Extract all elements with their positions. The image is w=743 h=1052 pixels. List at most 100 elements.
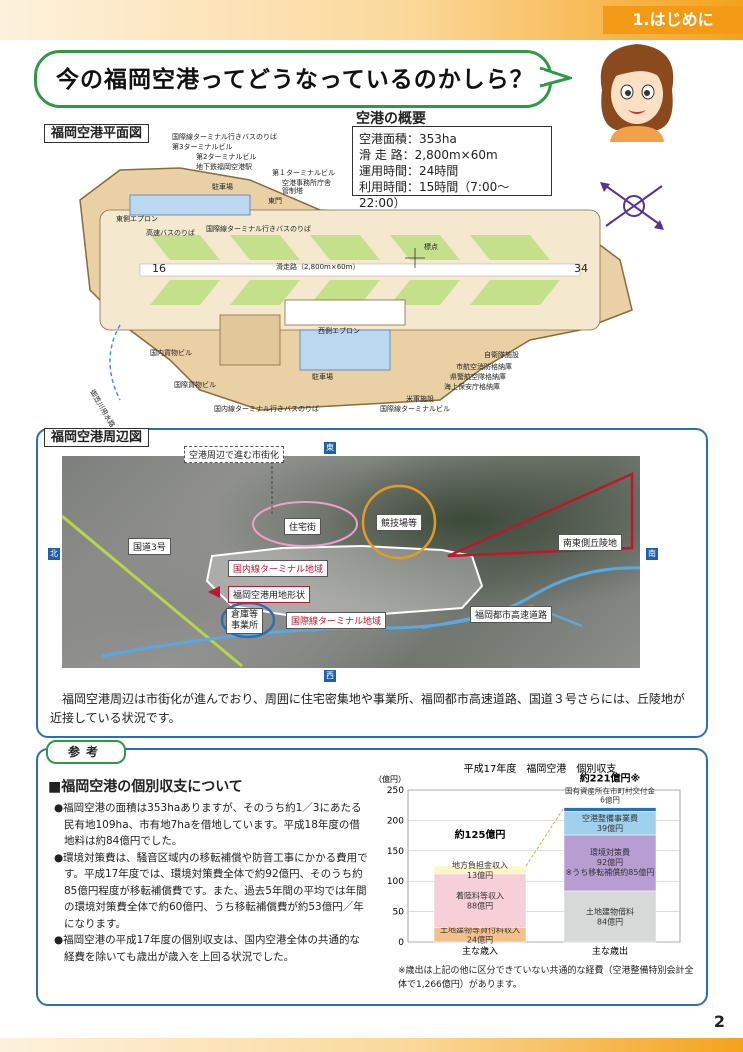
plan-label-marker: 標点 [424, 243, 438, 251]
chart-ylabel: （億円） [374, 774, 406, 784]
label-urbanization: 空港周辺で進む市街化 [184, 446, 285, 463]
reference-bullet: ●福岡空港の平成17年度の個別収支は、国内空港全体の共通的な経費を除いても歳出が… [54, 934, 361, 963]
chart-bar-segment [563, 807, 657, 812]
chart-note: ※歳出は上記の他に区分できていない共通的な経費（空港整備特別会計全体で1,266… [398, 966, 694, 990]
title-bubble [34, 50, 552, 108]
label-international-terminal: 国際線ターミナル地域 [286, 612, 387, 629]
chart-segment-label: 環境対策費 [590, 847, 630, 857]
label-houses: 住宅街 [284, 518, 322, 535]
label-domestic-terminal: 国内線ターミナル地域 [228, 560, 329, 577]
bubble-tail [538, 66, 572, 88]
plan-label-dom-cargo: 国内貨物ビル [150, 349, 192, 357]
chart-segment-value: 84億円 [597, 916, 623, 926]
overview-line: 滑 走 路：2,800m×60m [359, 148, 498, 162]
plan-label-t3: 第3ターミナルビル [172, 143, 233, 151]
chart-total-label: 約125億円 [455, 828, 506, 841]
overview-line: 利用時間：15時間（7:00〜22:00） [359, 180, 510, 210]
plan-label: 福岡空港平面図 [44, 122, 150, 143]
plan-label-west-apron: 西側エプロン [318, 327, 360, 335]
label-warehouse: 倉庫等 事業所 [226, 608, 264, 634]
plan-label-police: 県警航空隊格納庫 [450, 373, 506, 381]
page-number: 2 [713, 1012, 725, 1031]
plan-label-usf: 米軍施設 [406, 395, 434, 403]
chart-segment-label: 土地建物等貸付料収入 [440, 925, 520, 935]
chart-total-label: 約221億円※ [580, 772, 641, 785]
aerial-overlay [62, 456, 640, 668]
surroundings-label-text: 福岡空港周辺図 [44, 428, 150, 447]
label-southeast-hills: 南東側丘陵地 [558, 534, 623, 551]
chart-segment-label: 地方負担金収入 [452, 860, 508, 870]
plan-label-intl-terminal: 国際線ターミナルビル [380, 405, 450, 413]
plan-label-bus-intl2: 国際線ターミナル行きバスのりば [206, 225, 311, 233]
plan-label-express-bus: 高速バスのりば [146, 229, 195, 237]
chapter-tab: 1.はじめに [603, 6, 743, 34]
aerial-photo [62, 456, 640, 668]
plan-label-t2: 第2ターミナルビル [196, 153, 257, 161]
plan-label-east-apron: 東側エプロン [116, 215, 158, 223]
plan-label-t1: 第１ターミナルビル [272, 169, 335, 177]
chart-segment-value: 88億円 [467, 901, 493, 911]
chart-segment-value: 39億円 [597, 823, 623, 833]
reference-heading: ■福岡空港の個別収支について [48, 779, 243, 795]
plan-label-east-gate: 東門 [268, 197, 282, 205]
chart-segment-value: 92億円 [597, 857, 623, 867]
plan-label-bus-dom: 国内線ターミナル行きバスのりば [214, 405, 319, 413]
plan-label-runway: 滑走路（2,800m×60m） [276, 263, 360, 271]
direction-north: 北 [48, 548, 60, 560]
label-expressway: 福岡都市高速道路 [470, 606, 553, 623]
surroundings-label: 福岡空港周辺図 [44, 426, 150, 447]
chart-segment-value: 6億円 [600, 795, 620, 805]
plan-label-coast: 海上保安庁格納庫 [444, 383, 500, 391]
chart-segment-label: 空港整備事業費 [582, 813, 638, 823]
chart-segment-label: 国有資産所在市町村交付金 [565, 786, 655, 796]
chart-segment-sub: ※うち移転補償約85億円 [566, 867, 655, 877]
plan-label-parking-w: 駐車場 [312, 373, 333, 381]
plan-label-rwy34: 34 [574, 262, 588, 275]
reference-tab: 参考 [46, 740, 126, 764]
plan-label-subway: 地下鉄福岡空港駅 [196, 163, 252, 171]
surroundings-description: 福岡空港周辺は市街化が進んでおり、周囲に住宅密集地や事業所、福岡都市高速道路、国… [50, 692, 685, 725]
direction-west: 西 [324, 670, 336, 682]
chart-ytick-label: 250 [387, 786, 404, 796]
chart-bar-segment [433, 865, 527, 875]
label-route3: 国道3号 [128, 538, 171, 555]
chart-ytick-label: 50 [393, 908, 405, 918]
plan-label-rwy16: 16 [152, 262, 166, 275]
direction-east: 東 [324, 442, 336, 454]
overview-box: 空港面積：353ha 滑 走 路：2,800m×60m 運用時間：24時間 利用… [352, 126, 552, 210]
plan-label-office: 空港事務所庁舎 [282, 179, 331, 187]
overview-title: 空港の概要 [356, 111, 426, 127]
overview-line: 運用時間：24時間 [359, 164, 459, 178]
plan-label-parking: 駐車場 [212, 183, 233, 191]
label-airport-site: 福岡空港用地形状 [228, 586, 311, 603]
chart-segment-value: 13億円 [467, 870, 493, 880]
compass-icon [600, 182, 664, 230]
footer-band [0, 1038, 743, 1052]
chart-ytick-label: 0 [398, 938, 404, 948]
reference-bullet: ●環境対策費は、騒音区域内の移転補償や防音工事にかかる費用です。平成17年度では… [54, 851, 368, 930]
plan-label-intl-cargo: 国際貨物ビル [174, 381, 216, 389]
chart-segment-label: 土地建物借料 [586, 906, 634, 916]
plan-label-text: 福岡空港平面図 [44, 124, 150, 143]
plan-label-bus-intl: 国際線ターミナル行きバスのりば [172, 133, 277, 141]
chart-bar-segment [563, 890, 657, 943]
chart-bar-segment [433, 873, 527, 928]
airport-plan-map [79, 167, 633, 411]
label-stadium: 競技場等 [376, 514, 423, 531]
reference-bullet: ●福岡空港の面積は353haありますが、そのうち約1／3にあたる民有地109ha… [54, 802, 362, 847]
chart-segment-value: 24億円 [467, 935, 493, 945]
chart-ytick-label: 150 [387, 847, 404, 857]
reference-body: ●福岡空港の面積は353haありますが、そのうち約1／3にあたる民有地109ha… [54, 800, 368, 965]
chart-ytick-label: 200 [387, 816, 404, 826]
plan-label-tower: 管制塔 [282, 187, 303, 195]
chart-connector [525, 807, 565, 867]
woman-character-icon [600, 44, 674, 142]
direction-south: 南 [646, 548, 658, 560]
chart-category-label: 主な歳入 [462, 945, 498, 957]
plan-label-fire: 市航空消防格納庫 [456, 363, 512, 371]
chart-category-label: 主な歳出 [592, 945, 628, 957]
chart-bar-segment [563, 834, 657, 892]
overview-line: 空港面積：353ha [359, 132, 457, 146]
chart-ytick-label: 100 [387, 877, 404, 887]
